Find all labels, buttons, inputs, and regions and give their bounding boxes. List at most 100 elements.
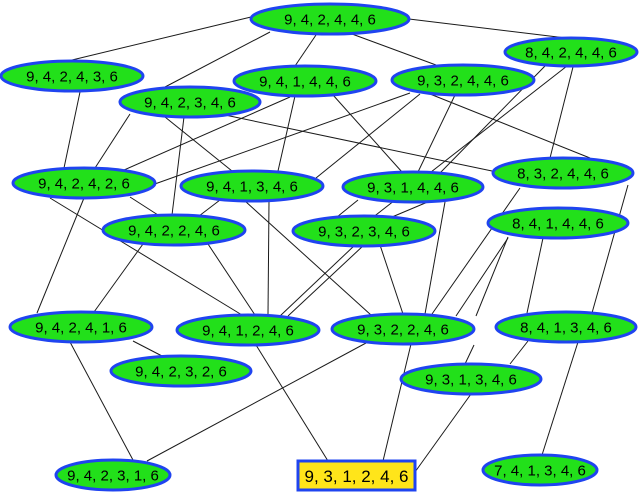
node-n18[interactable]: 9, 4, 2, 3, 2, 6	[109, 354, 253, 388]
edge-line	[382, 343, 412, 462]
edge-line	[207, 243, 256, 316]
node-ellipse	[8, 310, 154, 344]
node-ellipse	[54, 458, 172, 492]
edge-line	[509, 340, 529, 365]
node-label: 7, 4, 1, 3, 4, 6	[494, 463, 586, 480]
node-n16[interactable]: 9, 3, 2, 2, 4, 6	[330, 312, 476, 346]
edge-line	[408, 18, 567, 39]
node-label: 9, 4, 2, 4, 2, 6	[38, 176, 130, 193]
edge-line	[414, 393, 472, 473]
node-label: 9, 4, 2, 2, 4, 6	[128, 223, 220, 240]
node-n10[interactable]: 8, 3, 2, 4, 4, 6	[491, 156, 635, 190]
node-n19[interactable]: 9, 3, 1, 3, 4, 6	[399, 362, 543, 396]
node-label: 9, 4, 2, 3, 2, 6	[135, 364, 227, 381]
edge-line	[255, 344, 329, 462]
node-label: 9, 4, 1, 4, 4, 6	[259, 74, 351, 91]
node-n22[interactable]: 7, 4, 1, 3, 4, 6	[481, 453, 599, 487]
node-n15[interactable]: 9, 4, 1, 2, 4, 6	[175, 313, 321, 347]
node-ellipse	[11, 166, 157, 200]
node-ellipse	[175, 313, 321, 347]
node-label: 9, 4, 1, 3, 4, 6	[206, 179, 298, 196]
node-n2[interactable]: 8, 4, 2, 4, 4, 6	[503, 36, 639, 68]
edge-line	[541, 341, 579, 456]
node-ellipse	[491, 156, 635, 190]
edge-line	[351, 33, 437, 66]
edges-layer	[36, 16, 629, 473]
node-n6[interactable]: 9, 4, 2, 3, 4, 6	[118, 85, 262, 119]
edge-line	[294, 34, 317, 67]
node-n21[interactable]: 9, 3, 1, 2, 4, 6	[296, 459, 417, 492]
edge-line	[132, 340, 163, 357]
node-ellipse	[341, 170, 485, 204]
node-label: 9, 4, 2, 4, 3, 6	[26, 69, 118, 86]
node-ellipse	[118, 85, 262, 119]
edge-line	[94, 113, 131, 169]
edge-line	[279, 244, 356, 317]
node-n3[interactable]: 9, 4, 2, 4, 3, 6	[0, 59, 145, 93]
edge-line	[171, 116, 185, 216]
edge-line	[591, 184, 629, 314]
node-label: 9, 3, 2, 4, 4, 6	[417, 73, 509, 90]
node-ellipse	[481, 453, 599, 487]
edge-line	[332, 94, 403, 173]
edge-line	[93, 243, 144, 313]
node-n7[interactable]: 9, 4, 2, 4, 2, 6	[11, 166, 157, 200]
node-label: 9, 4, 2, 4, 4, 6	[284, 12, 376, 29]
node-label: 9, 4, 2, 3, 1, 6	[67, 468, 159, 485]
node-ellipse	[486, 206, 630, 240]
node-n20[interactable]: 9, 4, 2, 3, 1, 6	[54, 458, 172, 492]
edge-line	[455, 237, 509, 317]
node-label: 9, 3, 1, 3, 4, 6	[425, 372, 517, 389]
node-n8[interactable]: 9, 4, 1, 3, 4, 6	[179, 169, 325, 203]
edge-line	[123, 96, 291, 171]
node-label: 8, 3, 2, 4, 4, 6	[517, 166, 609, 183]
edge-line	[146, 342, 367, 462]
node-n5[interactable]: 9, 3, 2, 4, 4, 6	[390, 63, 536, 97]
edge-line	[287, 244, 365, 317]
edge-line	[315, 93, 421, 179]
edge-line	[526, 237, 544, 314]
node-label: 9, 3, 1, 2, 4, 6	[305, 467, 409, 486]
node-label: 9, 3, 2, 2, 4, 6	[357, 322, 449, 339]
node-n17[interactable]: 8, 4, 1, 3, 4, 6	[494, 310, 638, 344]
node-label: 8, 4, 1, 3, 4, 6	[520, 320, 612, 337]
edge-line	[549, 66, 574, 159]
edge-line	[36, 197, 85, 314]
node-ellipse	[0, 59, 145, 93]
edge-line	[69, 341, 134, 461]
node-ellipse	[179, 169, 325, 203]
node-n12[interactable]: 9, 3, 2, 3, 4, 6	[291, 214, 437, 248]
node-ellipse	[494, 310, 638, 344]
edge-line	[464, 344, 475, 365]
node-n11[interactable]: 9, 4, 2, 2, 4, 6	[101, 213, 247, 247]
node-ellipse	[503, 36, 639, 68]
node-n9[interactable]: 9, 3, 1, 4, 4, 6	[341, 170, 485, 204]
edge-line	[431, 187, 521, 315]
edge-line	[71, 16, 252, 61]
node-n14[interactable]: 9, 4, 2, 4, 1, 6	[8, 310, 154, 344]
edge-line	[244, 200, 372, 316]
node-label: 9, 3, 2, 3, 4, 6	[318, 224, 410, 241]
node-ellipse	[291, 214, 437, 248]
node-label: 9, 4, 2, 4, 1, 6	[35, 320, 127, 337]
edge-line	[391, 200, 431, 218]
edge-line	[151, 92, 411, 186]
node-n4[interactable]: 9, 4, 1, 4, 4, 6	[232, 64, 378, 98]
node-ellipse	[399, 362, 543, 396]
node-n1[interactable]: 9, 4, 2, 4, 4, 6	[249, 2, 411, 36]
node-label: 9, 4, 2, 3, 4, 6	[144, 95, 236, 112]
edge-line	[277, 95, 296, 172]
edge-line	[267, 200, 270, 316]
edge-line	[63, 91, 81, 169]
edge-line	[164, 116, 233, 172]
node-label: 9, 3, 1, 4, 4, 6	[367, 180, 459, 197]
edge-line	[198, 199, 221, 217]
edge-line	[224, 114, 493, 172]
edge-line	[417, 94, 456, 173]
edge-line	[129, 196, 159, 216]
edge-line	[424, 201, 446, 315]
edge-line	[49, 197, 243, 316]
node-n13[interactable]: 8, 4, 1, 4, 4, 6	[486, 206, 630, 240]
edge-line	[379, 244, 404, 315]
